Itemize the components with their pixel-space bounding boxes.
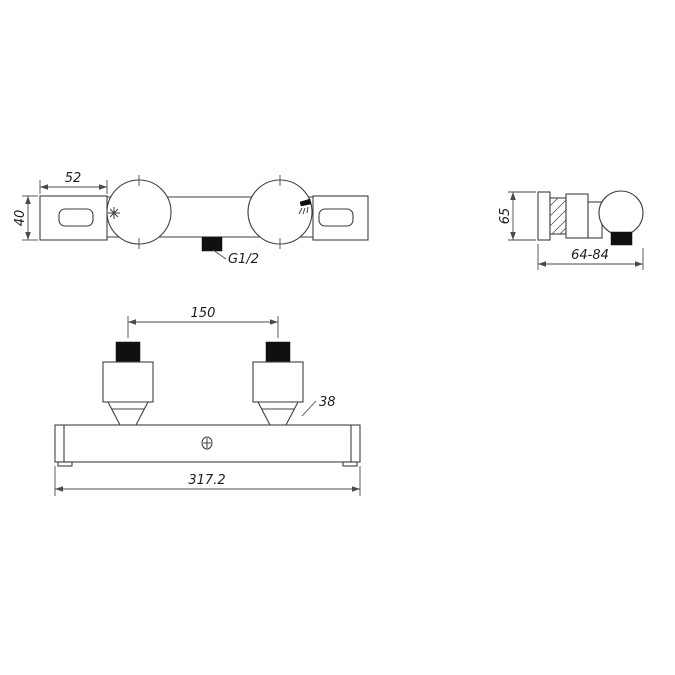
dim-overall-width: 317.2 [54, 466, 361, 496]
right-valve-cap [265, 341, 291, 363]
dim-end-cap-width: 52 [39, 171, 108, 194]
right-handle-circle [247, 179, 313, 245]
left-valve-body [102, 361, 154, 403]
outlet-connector [201, 236, 223, 252]
dim-text-side-height: 65 [498, 208, 513, 225]
wall-plate [537, 191, 551, 241]
dim-text-depth-range: 64-84 [571, 248, 609, 263]
dim-depth-range: 64-84 [537, 244, 644, 270]
dim-text-bar-height: 40 [13, 210, 28, 227]
left-valve-cone [107, 401, 149, 426]
bottom-view [54, 341, 361, 467]
left-foot [57, 461, 73, 467]
valve-body-side [565, 193, 589, 239]
left-handle-circle [106, 179, 172, 245]
dim-text-handle-spacing: 150 [191, 306, 216, 321]
front-view [39, 175, 369, 252]
dim-text-end-cap-width: 52 [65, 171, 82, 186]
right-valve-cone [257, 401, 299, 426]
side-view [537, 190, 644, 246]
brand-mark-icon [201, 436, 213, 450]
dim-neck-diameter: 38 [301, 395, 336, 417]
dim-outlet-thread: G1/2 [212, 249, 259, 267]
left-end-cap-slot [58, 208, 94, 227]
right-foot [342, 461, 358, 467]
dim-text-neck-diameter: 38 [319, 395, 336, 410]
temperature-indicator-icon [108, 207, 120, 219]
left-valve-cap [115, 341, 141, 363]
shower-indicator-icon [298, 198, 312, 215]
dim-bar-height: 40 [13, 195, 38, 241]
outlet-side [610, 231, 633, 246]
handle-side [598, 190, 644, 236]
dim-side-height: 65 [498, 191, 536, 241]
dim-handle-spacing: 150 [127, 306, 279, 338]
right-valve-body [252, 361, 304, 403]
dim-text-overall-width: 317.2 [188, 473, 225, 488]
dim-text-outlet-thread: G1/2 [228, 252, 259, 267]
right-end-cap-slot [318, 208, 354, 227]
